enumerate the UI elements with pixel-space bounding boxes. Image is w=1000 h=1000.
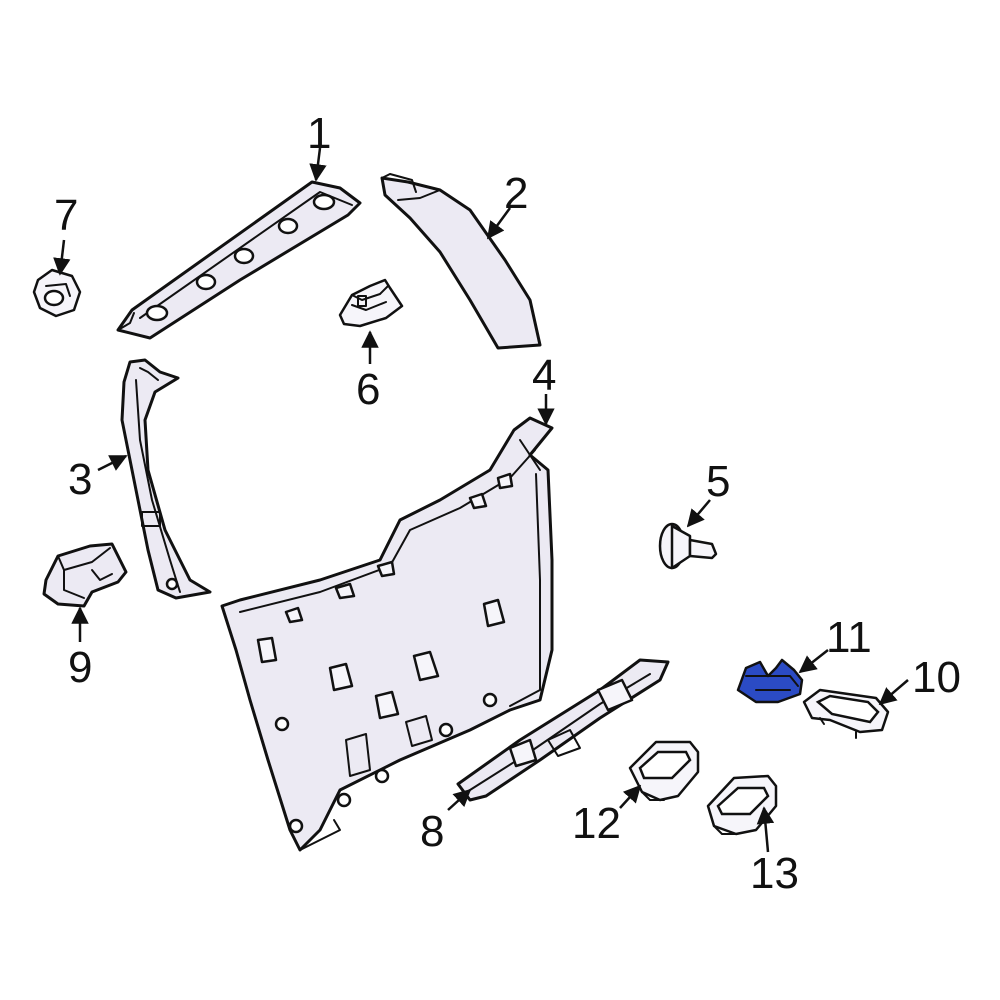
part-5-push-pin[interactable] <box>658 522 718 570</box>
callout-2: 2 <box>504 169 528 218</box>
part-6-bracket[interactable] <box>338 278 404 328</box>
leader-lines <box>53 147 909 853</box>
leader-10 <box>878 679 909 706</box>
part-7-clip[interactable] <box>32 268 82 318</box>
callout-6: 6 <box>356 365 380 414</box>
leader-13 <box>756 806 775 853</box>
leader-3 <box>97 454 128 472</box>
callout-4: 4 <box>532 351 556 400</box>
callout-11: 11 <box>826 613 872 662</box>
callout-5: 5 <box>706 457 730 506</box>
leader-7 <box>53 239 71 276</box>
part-9-latch-cover[interactable] <box>42 542 128 608</box>
part-8-handle-bracket[interactable] <box>456 658 670 802</box>
part-4-liftgate-panel[interactable] <box>220 416 554 852</box>
leader-11 <box>798 649 829 674</box>
part-1-upper-trim[interactable] <box>116 180 362 340</box>
callout-12: 12 <box>572 799 621 848</box>
leader-2 <box>486 207 512 240</box>
callout-9: 9 <box>68 643 92 692</box>
callout-8: 8 <box>420 807 444 856</box>
part-12-switch[interactable] <box>628 740 700 802</box>
part-11-body <box>736 658 804 704</box>
part-10-bezel-frame[interactable] <box>802 688 890 739</box>
callout-13: 13 <box>750 849 799 898</box>
part-2-right-pillar-trim[interactable] <box>380 173 542 350</box>
leader-8 <box>447 788 472 811</box>
part-11-switch-bezel[interactable] <box>736 658 804 704</box>
callout-7: 7 <box>54 191 78 240</box>
part-3-left-pillar-trim[interactable] <box>120 358 212 600</box>
callout-10: 10 <box>912 653 961 702</box>
callout-3: 3 <box>68 455 92 504</box>
callout-labels: 1 2 3 4 5 6 7 8 9 10 11 12 13 <box>54 109 961 898</box>
leader-5 <box>686 499 711 528</box>
leader-12 <box>619 784 642 809</box>
callout-1: 1 <box>307 109 331 158</box>
leader-1 <box>309 147 327 182</box>
